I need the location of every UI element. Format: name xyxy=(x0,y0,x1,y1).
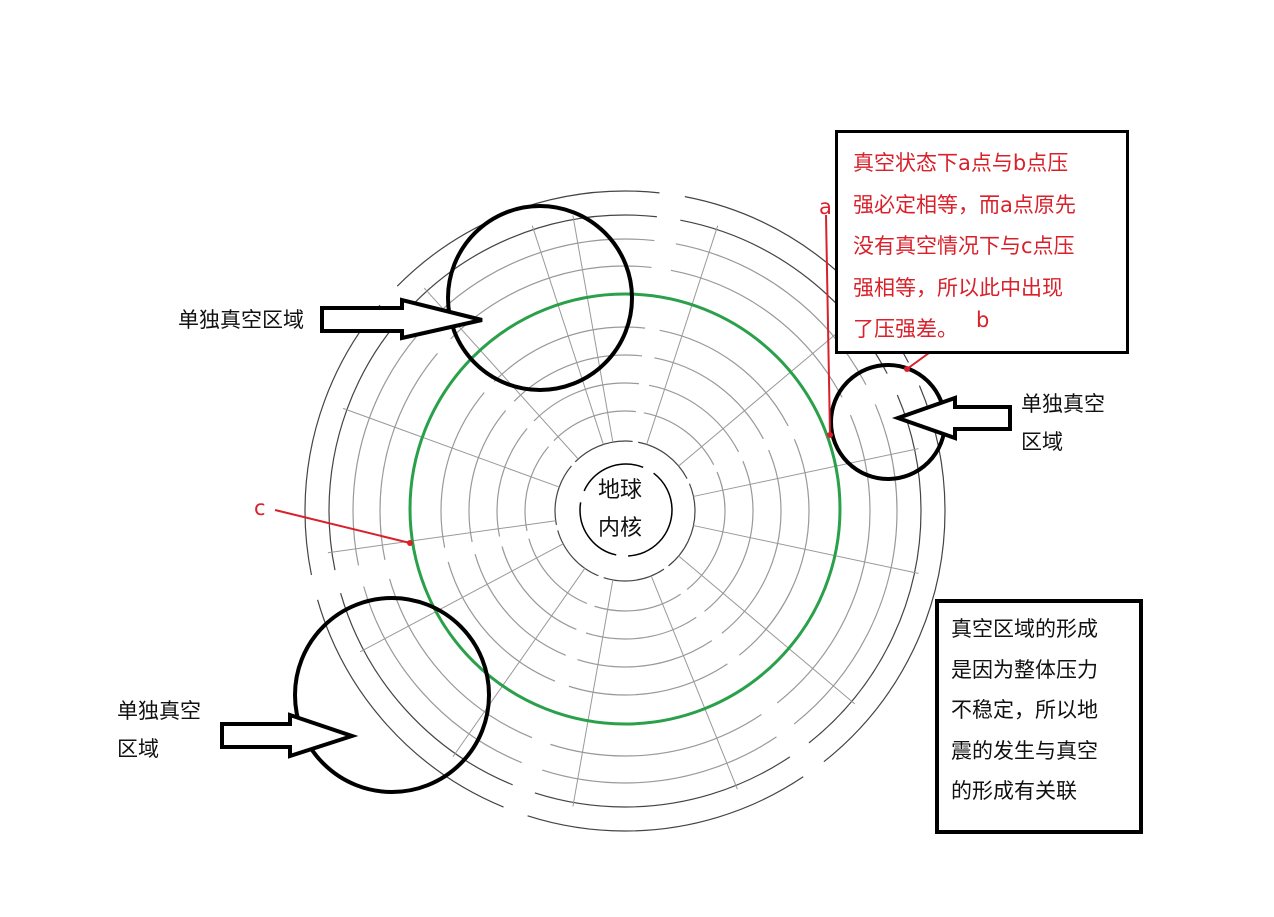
earth-layer-rings xyxy=(304,190,946,832)
note-line: 真空区域的形成 xyxy=(951,617,1098,641)
radial-line xyxy=(327,520,556,554)
radial-line xyxy=(359,543,564,653)
point-b-dot xyxy=(904,366,910,372)
point-a-label: a xyxy=(819,195,832,219)
layer-ring xyxy=(440,326,810,696)
vacuum-label-line: 区域 xyxy=(1021,430,1063,454)
layer-ring xyxy=(304,190,946,832)
inner-core-circle xyxy=(579,463,673,557)
earth-radial-lines xyxy=(327,215,919,807)
radial-line xyxy=(693,525,919,574)
point-b-label: b xyxy=(976,308,990,332)
note-line: 的形成有关联 xyxy=(951,779,1077,803)
layer-ring xyxy=(554,440,696,582)
radial-line xyxy=(678,555,856,705)
note-line: 强相等，所以此中出现 xyxy=(853,275,1063,300)
core-label-line: 地球 xyxy=(598,478,643,503)
radial-line xyxy=(342,407,560,488)
vacuum-label-line: 单独真空 xyxy=(117,699,201,723)
point-c-dot xyxy=(407,540,413,546)
note-line: 了压强差。 xyxy=(853,317,958,341)
vacuum-circle-top xyxy=(446,204,634,392)
radial-line xyxy=(650,575,738,790)
layer-ring xyxy=(328,214,922,808)
pressure-note-box: 真空状态下a点与b点压 强必定相等，而a点原先 没有真空情况下与c点压 强相等，… xyxy=(835,130,1129,354)
point-a-dot xyxy=(827,432,833,438)
note-line: 震的发生与真空 xyxy=(951,738,1098,763)
arrow-bottom-left xyxy=(220,712,359,759)
radial-line xyxy=(531,225,604,445)
core-label-line: 内核 xyxy=(598,516,643,541)
vacuum-label-line: 单独真空区域 xyxy=(178,308,304,332)
layer-ring xyxy=(352,238,898,784)
vacuum-formation-note-box: 真空区域的形成 是因为整体压力 不稳定，所以地 震的发生与真空 的形成有关联 xyxy=(935,599,1143,834)
arrow-top xyxy=(320,297,483,341)
note-line: 是因为整体压力 xyxy=(951,657,1098,682)
green-boundary-ring xyxy=(408,292,842,726)
vacuum-label-line: 区域 xyxy=(117,737,159,761)
pointer-a xyxy=(825,214,831,436)
vacuum-label-bottom-left: 单独真空 区域 xyxy=(117,692,201,768)
layer-ring xyxy=(468,354,782,668)
note-line: 没有真空情况下与c点压 xyxy=(853,234,1075,258)
layer-ring xyxy=(496,382,754,640)
radial-line xyxy=(572,215,614,443)
vacuum-label-line: 单独真空 xyxy=(1021,392,1105,416)
note-line: 强必定相等，而a点原先 xyxy=(853,192,1076,217)
radial-line xyxy=(693,448,919,497)
note-line: 不稳定，所以地 xyxy=(951,698,1098,722)
vacuum-circle-bottom-left xyxy=(293,596,491,794)
vacuum-label-top-left: 单独真空区域 xyxy=(178,301,304,339)
arrow-right xyxy=(891,395,1012,441)
inner-core-label: 地球 内核 xyxy=(598,472,642,548)
radial-line xyxy=(452,568,586,758)
note-line: 真空状态下a点与b点压 xyxy=(853,151,1069,175)
layer-ring xyxy=(524,410,726,612)
radial-line xyxy=(646,225,719,445)
pointer-c xyxy=(274,509,411,544)
point-c-label: c xyxy=(254,496,266,520)
radial-line xyxy=(678,317,856,467)
vacuum-label-right: 单独真空 区域 xyxy=(1021,385,1105,461)
radial-line xyxy=(572,579,614,807)
